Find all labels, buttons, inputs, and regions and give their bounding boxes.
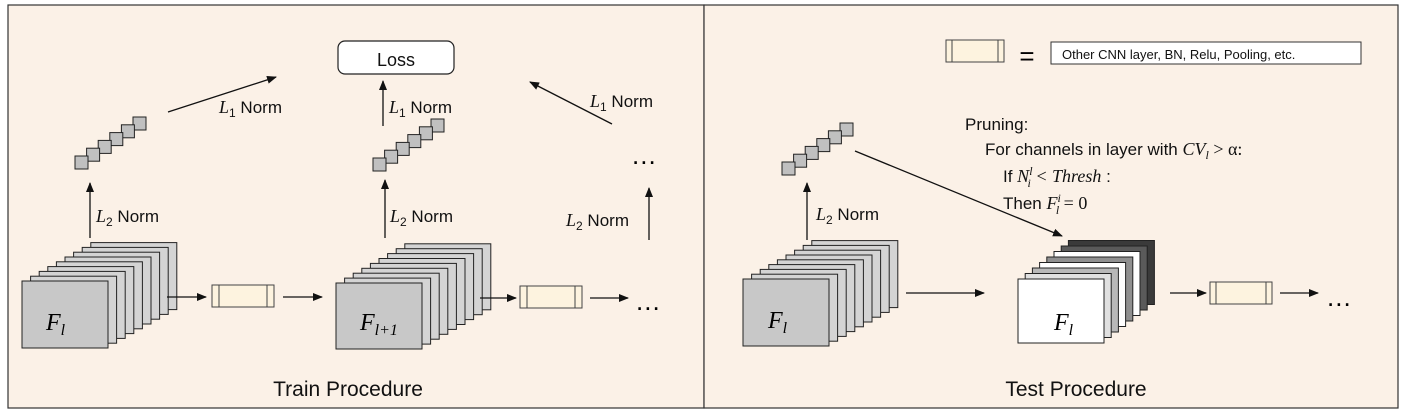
- norm-vector-cell: [407, 134, 422, 149]
- norm-vector-cell: [781, 161, 796, 176]
- pruning-title: Pruning:: [965, 115, 1028, 134]
- loss-label: Loss: [377, 50, 415, 70]
- l2-norm-label: L2 Norm: [389, 206, 453, 229]
- legend-equals: =: [1019, 41, 1034, 71]
- norm-vector-cell: [109, 132, 124, 147]
- feature-label-fl: Fl: [45, 310, 66, 339]
- norm-vector: [74, 116, 147, 170]
- pruned-feature-map-stack: [1017, 240, 1155, 344]
- l2-norm-label: L2 Norm: [815, 204, 879, 227]
- feature-map-stack-l: [742, 240, 899, 347]
- norm-vector-cell: [132, 116, 147, 131]
- l1-norm-label: L1 Norm: [218, 97, 282, 120]
- norm-vector-cell: [395, 141, 410, 156]
- norm-vector-cell: [372, 157, 387, 172]
- feature-label-fl-pruned: Fl: [1053, 310, 1074, 339]
- layer-block: [211, 284, 275, 308]
- norm-vector-cell: [86, 147, 101, 162]
- norm-vector: [372, 118, 445, 172]
- prune-arrow: [854, 150, 1063, 237]
- feature-map-channel: [742, 278, 830, 347]
- ellipsis: ...: [636, 286, 661, 316]
- norm-vector-cell: [120, 124, 135, 139]
- norm-vector-cell: [793, 153, 808, 168]
- feature-map-channel: [1017, 278, 1105, 344]
- feature-map-stack-l: [21, 242, 178, 349]
- norm-vector-cell: [839, 122, 854, 137]
- legend-text: Other CNN layer, BN, Relu, Pooling, etc.: [1062, 47, 1295, 62]
- layer-block: [519, 285, 583, 309]
- ellipsis: ...: [632, 140, 657, 170]
- feature-map-channel: [21, 280, 109, 349]
- norm-vector-cell: [418, 126, 433, 141]
- norm-vector-cell: [816, 138, 831, 153]
- norm-vector-cell: [430, 118, 445, 133]
- feature-map-channel: [335, 282, 423, 350]
- legend-layer-block: [945, 39, 1005, 63]
- norm-vector-cell: [74, 155, 89, 170]
- ellipsis: ...: [1327, 282, 1352, 312]
- loss-node: Loss: [337, 40, 455, 75]
- l2-norm-label: L2 Norm: [95, 206, 159, 229]
- train-procedure-title: Train Procedure: [273, 378, 423, 401]
- l1-norm-label: L1 Norm: [388, 97, 452, 120]
- norm-vector-cell: [804, 145, 819, 160]
- feature-label-fl: Fl: [767, 308, 788, 337]
- feature-map-stack-l-plus-1: [335, 243, 492, 350]
- test-procedure-title: Test Procedure: [1005, 378, 1146, 401]
- norm-vector: [781, 122, 854, 176]
- norm-vector-cell: [827, 130, 842, 145]
- feature-label-fl1: Fl+1: [359, 310, 398, 339]
- l1-arrow: [529, 81, 613, 125]
- norm-vector-cell: [384, 149, 399, 164]
- layer-block: [1209, 281, 1273, 305]
- l1-norm-label: L1 Norm: [589, 91, 653, 114]
- legend-box: [1050, 41, 1362, 65]
- l1-arrow: [167, 75, 277, 113]
- pruning-rule-1: For channels in layer with CVl > α:: [985, 139, 1242, 162]
- norm-vector-cell: [97, 139, 112, 154]
- l2-norm-label: L2 Norm: [565, 210, 629, 233]
